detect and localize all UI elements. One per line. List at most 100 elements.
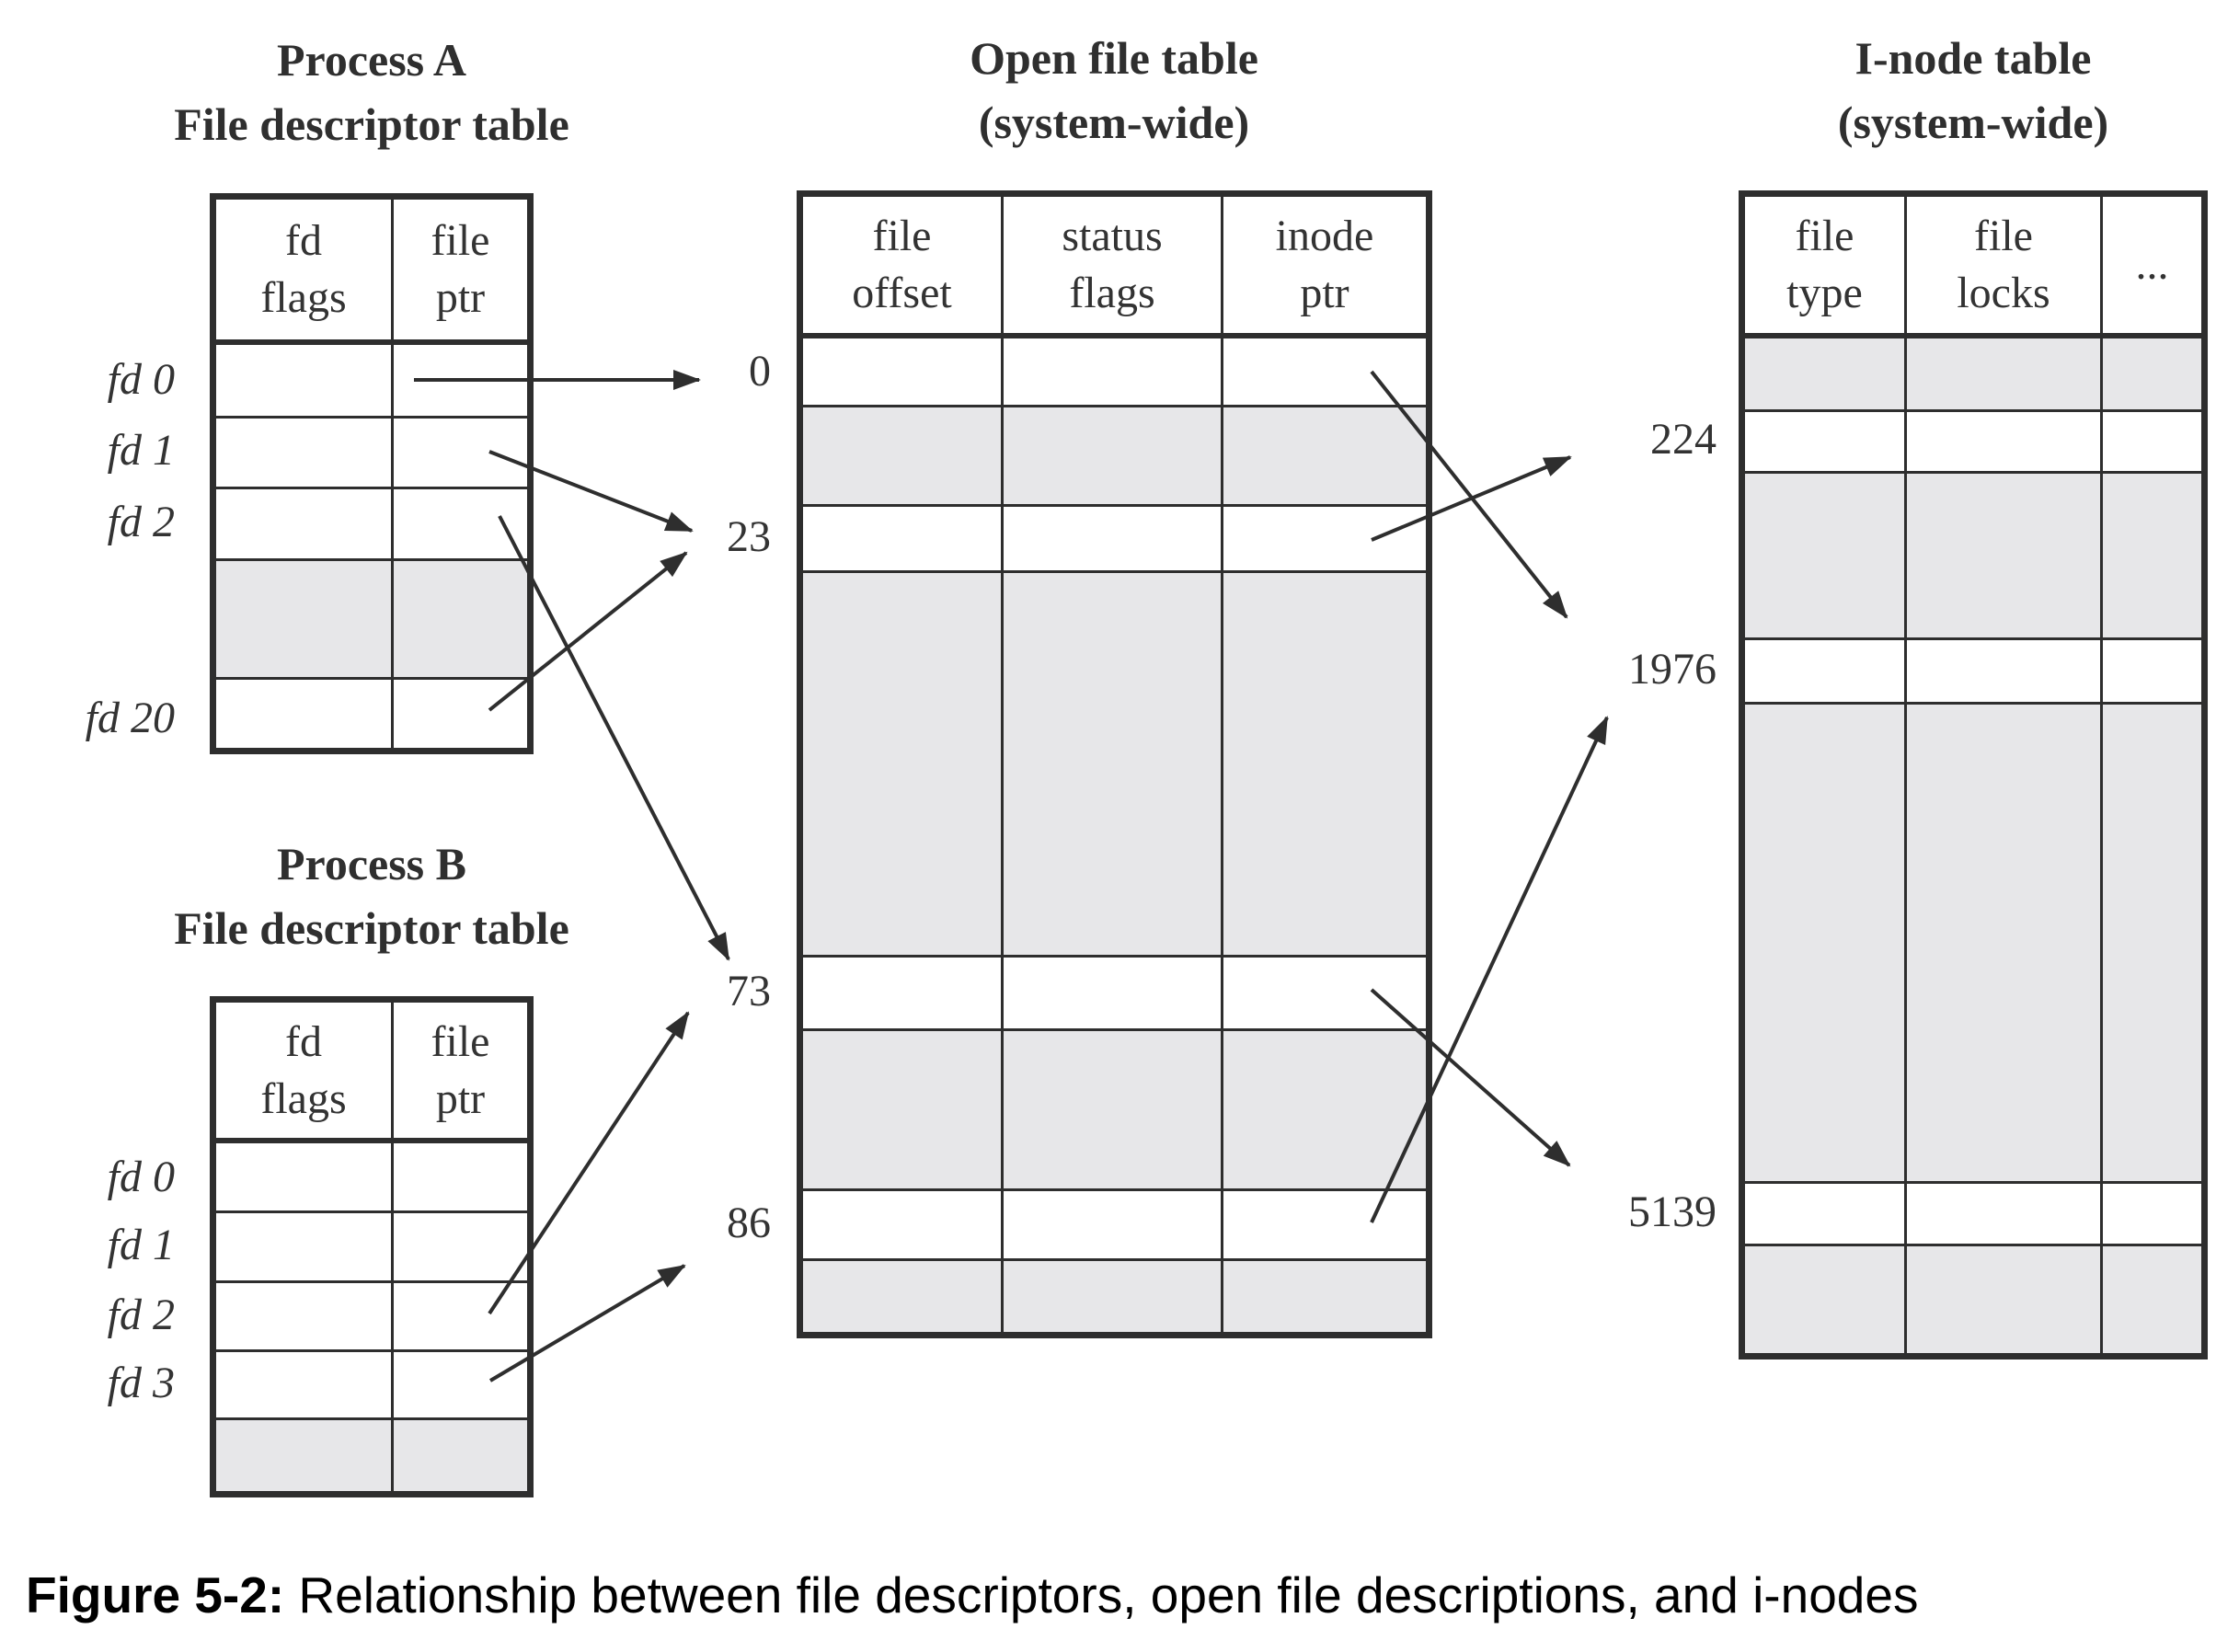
header-cell-file-ptr: file ptr bbox=[394, 1003, 527, 1138]
row-label-a-fd20: fd 20 bbox=[85, 694, 175, 742]
table-cell bbox=[2103, 338, 2201, 409]
header-text: ptr bbox=[1300, 269, 1349, 317]
table-cell bbox=[1223, 958, 1426, 1028]
table-row-fd1 bbox=[216, 1210, 527, 1280]
table-cell bbox=[803, 507, 1004, 570]
table-cell bbox=[1223, 1261, 1426, 1332]
row-label-inode-1976: 1976 bbox=[1628, 645, 1717, 694]
process-b-fd-table: fd flags file ptr bbox=[210, 996, 534, 1497]
table-row-fd1 bbox=[216, 416, 527, 487]
header-cell-file-offset: file offset bbox=[803, 197, 1004, 333]
open-file-table: file offset status flags inode ptr bbox=[797, 190, 1432, 1338]
table-cell bbox=[803, 1031, 1004, 1188]
table-cell bbox=[1745, 412, 1907, 471]
header-text: fd bbox=[285, 1016, 322, 1066]
process-a-title: Process A File descriptor table bbox=[96, 28, 648, 156]
table-cell bbox=[394, 1283, 527, 1349]
table-cell bbox=[1004, 407, 1223, 504]
table-cell bbox=[803, 407, 1004, 504]
table-cell bbox=[216, 345, 394, 416]
header-text: file bbox=[872, 212, 932, 260]
process-a-fd-table: fd flags file ptr bbox=[210, 193, 534, 754]
table-cell bbox=[1907, 1184, 2103, 1244]
header-text: ptr bbox=[435, 1073, 486, 1123]
table-cell bbox=[216, 419, 394, 487]
row-label-b-fd1: fd 1 bbox=[107, 1221, 175, 1269]
table-cell bbox=[803, 1261, 1004, 1332]
open-file-table-title-line1: Open file table bbox=[970, 32, 1258, 84]
table-row-86 bbox=[803, 1188, 1426, 1258]
table-cell bbox=[394, 1143, 527, 1210]
figure-caption: Figure 5-2: Relationship between file de… bbox=[26, 1566, 2224, 1624]
header-text: file bbox=[431, 216, 490, 265]
table-cell bbox=[1907, 338, 2103, 409]
header-cell-file-type: file type bbox=[1745, 197, 1907, 333]
table-cell bbox=[216, 1420, 394, 1491]
row-label-open-86: 86 bbox=[727, 1199, 771, 1247]
header-text: file bbox=[1795, 212, 1854, 260]
header-cell-file-locks: file locks bbox=[1907, 197, 2103, 333]
process-b-title-line1: Process B bbox=[277, 838, 466, 889]
row-label-inode-5139: 5139 bbox=[1628, 1187, 1717, 1236]
table-cell bbox=[394, 419, 527, 487]
table-cell bbox=[1004, 1261, 1223, 1332]
table-cell bbox=[1223, 1031, 1426, 1188]
table-row-224 bbox=[1745, 409, 2201, 471]
table-row-fd0 bbox=[216, 345, 527, 416]
table-header-row: file type file locks ... bbox=[1745, 197, 2201, 338]
table-header-row: fd flags file ptr bbox=[216, 1003, 527, 1143]
table-cell bbox=[394, 1213, 527, 1280]
table-cell bbox=[216, 1283, 394, 1349]
table-cell bbox=[1907, 474, 2103, 637]
table-row-shaded bbox=[1745, 338, 2201, 409]
table-row-ellipsis-shaded bbox=[216, 1417, 527, 1491]
table-cell bbox=[1223, 573, 1426, 955]
row-label-open-23: 23 bbox=[727, 512, 771, 561]
table-row-1976 bbox=[1745, 637, 2201, 702]
figure-caption-label: Figure 5-2: bbox=[26, 1566, 285, 1623]
header-text: flags bbox=[1069, 269, 1155, 317]
table-cell bbox=[1223, 407, 1426, 504]
table-cell bbox=[2103, 1184, 2201, 1244]
table-row-0 bbox=[803, 338, 1426, 405]
table-row-shaded bbox=[1745, 471, 2201, 637]
table-row-fd2 bbox=[216, 487, 527, 558]
table-cell bbox=[1745, 338, 1907, 409]
figure-caption-text: Relationship between file descriptors, o… bbox=[284, 1566, 1919, 1623]
table-row-shaded bbox=[1745, 702, 2201, 1181]
row-label-inode-224: 224 bbox=[1650, 415, 1717, 464]
table-cell bbox=[216, 1213, 394, 1280]
table-row-5139 bbox=[1745, 1181, 2201, 1244]
table-cell bbox=[1004, 1031, 1223, 1188]
table-cell bbox=[1745, 1184, 1907, 1244]
table-cell bbox=[1004, 507, 1223, 570]
table-cell bbox=[1004, 338, 1223, 405]
table-cell bbox=[803, 1191, 1004, 1258]
table-cell bbox=[216, 680, 394, 748]
row-label-a-fd2: fd 2 bbox=[107, 498, 175, 546]
process-b-title-line2: File descriptor table bbox=[174, 902, 569, 954]
table-row-shaded bbox=[1745, 1244, 2201, 1353]
header-text: status bbox=[1062, 212, 1163, 260]
header-text: type bbox=[1786, 269, 1863, 317]
header-cell-fd-flags: fd flags bbox=[216, 1003, 394, 1138]
header-text: file bbox=[431, 1016, 490, 1066]
header-cell-status-flags: status flags bbox=[1004, 197, 1223, 333]
row-label-open-73: 73 bbox=[727, 967, 771, 1015]
table-cell bbox=[2103, 412, 2201, 471]
table-row-shaded bbox=[803, 570, 1426, 955]
table-cell bbox=[394, 489, 527, 558]
table-cell bbox=[1004, 1191, 1223, 1258]
table-cell bbox=[1745, 474, 1907, 637]
process-a-title-line2: File descriptor table bbox=[174, 98, 569, 150]
header-text: ptr bbox=[435, 273, 486, 322]
inode-table: file type file locks ... bbox=[1739, 190, 2208, 1359]
inode-table-title: I-node table (system-wide) bbox=[1697, 26, 2239, 155]
table-row-ellipsis-shaded bbox=[216, 558, 527, 677]
header-cell-file-ptr: file ptr bbox=[394, 200, 527, 339]
table-cell bbox=[803, 958, 1004, 1028]
row-label-b-fd3: fd 3 bbox=[107, 1359, 175, 1407]
table-cell bbox=[394, 680, 527, 748]
table-header-row: file offset status flags inode ptr bbox=[803, 197, 1426, 338]
